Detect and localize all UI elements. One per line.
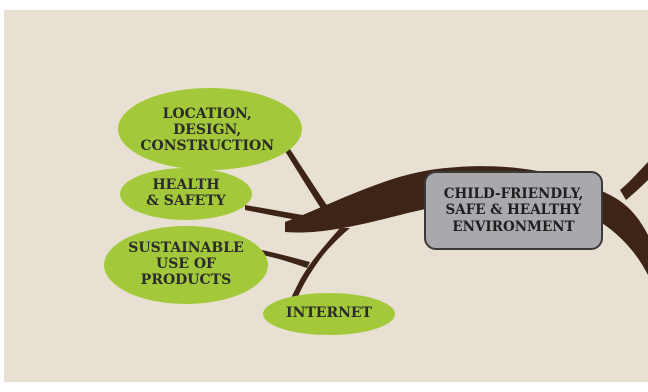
central-concept-box: CHILD-FRIENDLY, SAFE & HEALTHY ENVIRONME… — [424, 171, 603, 250]
leaf-location-design-construction: LOCATION, DESIGN, CONSTRUCTION — [118, 88, 302, 170]
branch-location — [283, 146, 338, 222]
branch-health — [245, 205, 335, 226]
branch-sustainable — [262, 250, 310, 268]
branch-top-right — [620, 162, 648, 200]
leaf-sustainable-use-of-products: SUSTAINABLE USE OF PRODUCTS — [104, 226, 268, 304]
leaf-internet: INTERNET — [263, 293, 395, 335]
leaf-health-label: HEALTH & SAFETY — [146, 177, 226, 209]
leaf-sustainable-label: SUSTAINABLE USE OF PRODUCTS — [128, 240, 244, 288]
central-concept-label: CHILD-FRIENDLY, SAFE & HEALTHY ENVIRONME… — [443, 186, 584, 235]
branch-internet — [290, 228, 350, 302]
leaf-location-label: LOCATION, DESIGN, CONSTRUCTION — [140, 106, 274, 154]
leaf-internet-label: INTERNET — [286, 305, 372, 322]
leaf-health-safety: HEALTH & SAFETY — [120, 168, 252, 220]
